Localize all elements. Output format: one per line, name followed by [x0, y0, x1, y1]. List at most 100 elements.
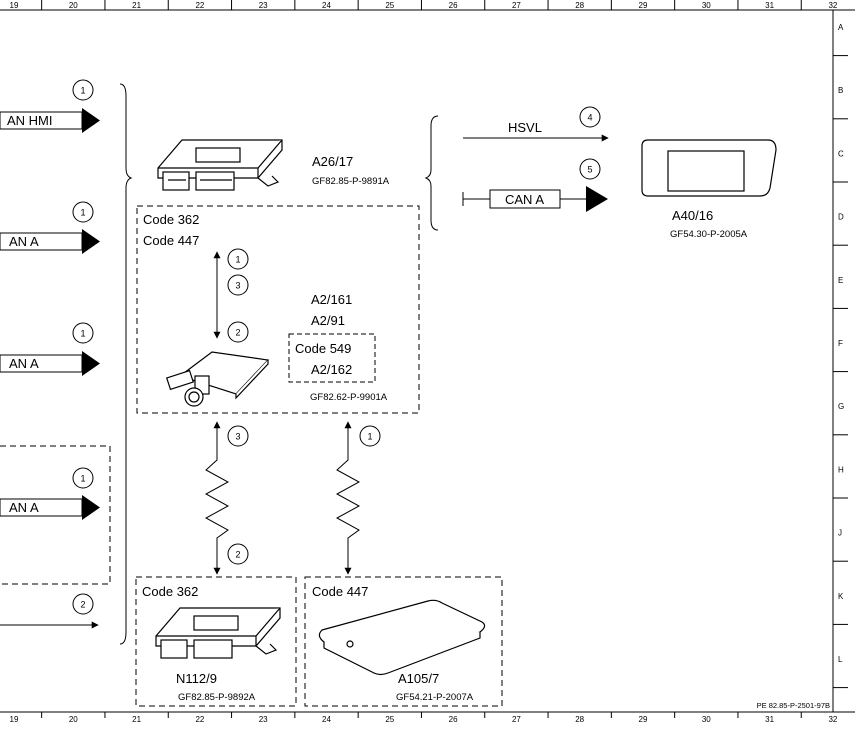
column-label: 20 [69, 715, 78, 724]
svg-text:AN HMI: AN HMI [7, 113, 53, 128]
row-label: D [838, 213, 844, 222]
svg-text:1: 1 [235, 255, 240, 265]
column-ticks: 1919202021212222232324242525262627272828… [10, 0, 838, 724]
column-label: 24 [322, 715, 331, 724]
column-label: 20 [69, 1, 78, 10]
row-label: E [838, 276, 843, 285]
column-label: 30 [702, 715, 711, 724]
row-label: C [838, 149, 844, 158]
a2-161-name: A2/161 [311, 292, 352, 307]
svg-text:CAN A: CAN A [505, 192, 544, 207]
column-label: 19 [10, 1, 19, 10]
wireless-link-left: 3 2 [204, 421, 249, 575]
column-label: 25 [385, 715, 394, 724]
svg-text:1: 1 [80, 329, 85, 339]
column-label: 26 [449, 715, 458, 724]
column-label: 23 [259, 1, 268, 10]
column-label: 27 [512, 715, 521, 724]
svg-text:3: 3 [235, 281, 240, 291]
footer-ref: PE 82.85-P-2501-97B [757, 701, 830, 710]
n112-name: N112/9 [176, 671, 217, 686]
left-brace [119, 83, 133, 645]
column-label: 24 [322, 1, 331, 10]
column-label: 28 [575, 1, 584, 10]
can-a-output: 5 CAN A [462, 158, 608, 212]
svg-text:1: 1 [80, 208, 85, 218]
svg-text:1: 1 [367, 432, 372, 442]
a26-ref: GF82.85-P-9891A [312, 176, 390, 187]
main-code-362: Code 362 [143, 212, 199, 227]
svg-text:AN A: AN A [9, 234, 39, 249]
column-label: 29 [639, 715, 648, 724]
n112-code: Code 362 [142, 584, 198, 599]
column-label: 22 [195, 1, 204, 10]
input-can-a-3: 1 AN A [0, 467, 100, 520]
n112-ref: GF82.85-P-9892A [178, 692, 256, 703]
column-label: 27 [512, 1, 521, 10]
svg-text:3: 3 [235, 432, 240, 442]
svg-text:AN A: AN A [9, 500, 39, 515]
svg-text:4: 4 [587, 113, 592, 123]
hsvl-label: HSVL [508, 120, 542, 135]
column-label: 28 [575, 715, 584, 724]
column-label: 29 [639, 1, 648, 10]
a2-91-name: A2/91 [311, 313, 345, 328]
row-label: B [838, 86, 843, 95]
row-label: L [838, 655, 843, 664]
row-label: K [838, 592, 844, 601]
row-label: A [838, 23, 844, 32]
column-label: 31 [765, 715, 774, 724]
column-label: 25 [385, 1, 394, 10]
a26-name: A26/17 [312, 154, 353, 169]
a105-code-box [304, 576, 503, 707]
row-label: H [838, 465, 844, 474]
a40-name: A40/16 [672, 208, 713, 223]
column-label: 21 [132, 715, 141, 724]
a40-ref: GF54.30-P-2005A [670, 229, 748, 240]
column-label: 22 [195, 715, 204, 724]
svg-text:2: 2 [235, 550, 240, 560]
column-label: 23 [259, 715, 268, 724]
row-label: J [838, 529, 842, 538]
display-a40-icon [641, 139, 777, 197]
right-brace [424, 115, 439, 231]
frame [0, 9, 855, 713]
input-can-a-1: 1 AN A [0, 201, 100, 254]
svg-text:1: 1 [80, 86, 85, 96]
svg-text:AN A: AN A [9, 356, 39, 371]
column-label: 32 [828, 715, 837, 724]
control-unit-n112-icon [155, 607, 281, 659]
column-label: 21 [132, 1, 141, 10]
a105-name: A105/7 [398, 671, 439, 686]
a105-code: Code 447 [312, 584, 368, 599]
receiver-module-icon [165, 351, 270, 407]
row-label: F [838, 339, 843, 348]
code-549: Code 549 [295, 341, 351, 356]
code-549-box [288, 333, 376, 383]
row-label: G [838, 402, 844, 411]
main-code-447: Code 447 [143, 233, 199, 248]
row-ticks: A B C D E F G H J K L [833, 23, 848, 689]
input-can-hmi: 1 AN HMI [0, 79, 100, 133]
column-label: 26 [449, 1, 458, 10]
a105-ref: GF54.21-P-2007A [396, 692, 474, 703]
a2-162-name: A2/162 [311, 362, 352, 377]
svg-text:2: 2 [80, 600, 85, 610]
svg-text:5: 5 [587, 165, 592, 175]
main-code-box [136, 205, 420, 414]
left-dashed-box [0, 445, 111, 585]
svg-text:1: 1 [80, 474, 85, 484]
svg-text:2: 2 [235, 328, 240, 338]
column-label: 31 [765, 1, 774, 10]
control-unit-a26-icon [157, 139, 283, 191]
input-can-a-2: 1 AN A [0, 322, 100, 376]
main-ref: GF82.62-P-9901A [310, 392, 388, 403]
column-label: 19 [10, 715, 19, 724]
column-label: 32 [828, 1, 837, 10]
n112-code-box [135, 576, 297, 707]
tablet-a105-icon [318, 599, 486, 676]
column-label: 30 [702, 1, 711, 10]
input-line-2: 2 [0, 593, 99, 629]
wireless-link-right: 1 [335, 421, 381, 575]
